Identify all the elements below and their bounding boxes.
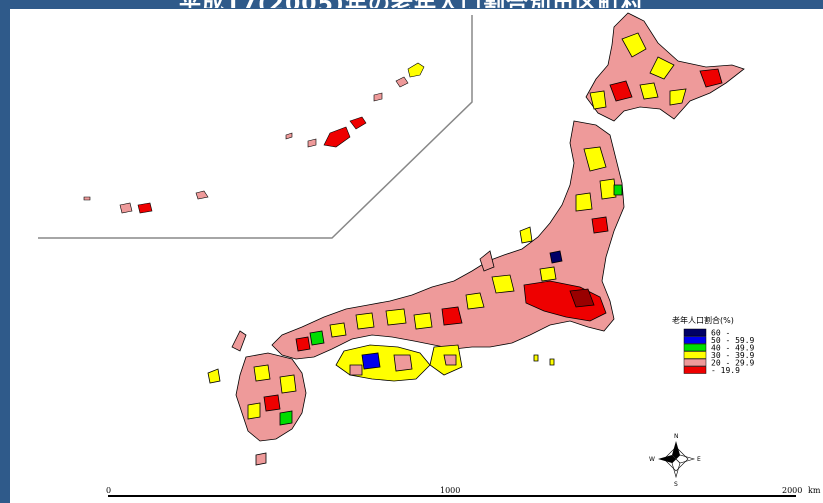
ryukyu-islands [83, 62, 425, 214]
compass-north-arrow-icon [672, 441, 680, 459]
scale-tick-1000: 1000 [440, 486, 460, 495]
legend-label: 40 - 49.9 [711, 344, 755, 353]
scale-tick-2000: 2000 [782, 486, 802, 495]
scale-tick-0: 0 [106, 486, 111, 495]
japan-main-islands [207, 12, 745, 466]
legend-swatch [683, 328, 707, 337]
map-title: 平成17(2005)年の老年人口割合別市区町村 [0, 0, 823, 8]
compass-rose: N S E W [649, 433, 701, 488]
compass-w: W [649, 456, 655, 463]
scale-bar: 0 1000 2000 km [106, 486, 821, 497]
legend-swatch [683, 336, 707, 344]
legend-swatch [683, 343, 707, 352]
compass-e: E [697, 456, 701, 463]
legend-label: 20 - 29.9 [711, 359, 755, 368]
scale-unit: km [808, 486, 821, 495]
compass-west-arrow-icon [658, 455, 676, 463]
legend-swatch [683, 366, 707, 374]
legend: 老年人口割合(%) 60 -50 - 59.940 - 49.930 - 39.… [672, 315, 755, 375]
legend-title: 老年人口割合(%) [672, 315, 734, 325]
shikoku [335, 344, 431, 382]
legend-label: 50 - 59.9 [711, 336, 755, 345]
legend-label: - 19.9 [711, 366, 740, 375]
japan-map: 老年人口割合(%) 60 -50 - 59.940 - 49.930 - 39.… [38, 12, 821, 497]
okinawa-inset-border [38, 15, 473, 239]
legend-label: 30 - 39.9 [711, 351, 755, 360]
compass-s: S [674, 481, 678, 488]
legend-swatch [683, 351, 707, 359]
legend-label: 60 - [711, 329, 730, 338]
legend-swatch [683, 358, 707, 367]
legend-items: 60 -50 - 59.940 - 49.930 - 39.920 - 29.9… [683, 328, 755, 375]
compass-n: N [674, 433, 679, 440]
